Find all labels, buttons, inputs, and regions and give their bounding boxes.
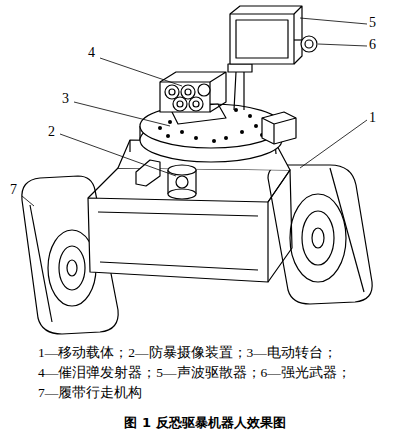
callout-number: 4 [88,45,95,61]
callout-number: 2 [48,124,55,140]
callout-number: 7 [10,182,17,198]
callout-number: 5 [369,15,376,31]
key-line: 7—履带行走机构 [38,384,142,402]
callout-number: 1 [369,110,376,126]
callout-number: 6 [369,37,376,53]
figure-caption: 图 1 反恐驱暴机器人效果图 [124,414,285,432]
callout-number: 3 [62,91,69,107]
key-line: 4—催泪弹发射器；5—声波驱散器；6—强光武器； [38,364,351,382]
key-line: 1—移动载体；2—防暴摄像装置；3—电动转台； [38,344,337,362]
